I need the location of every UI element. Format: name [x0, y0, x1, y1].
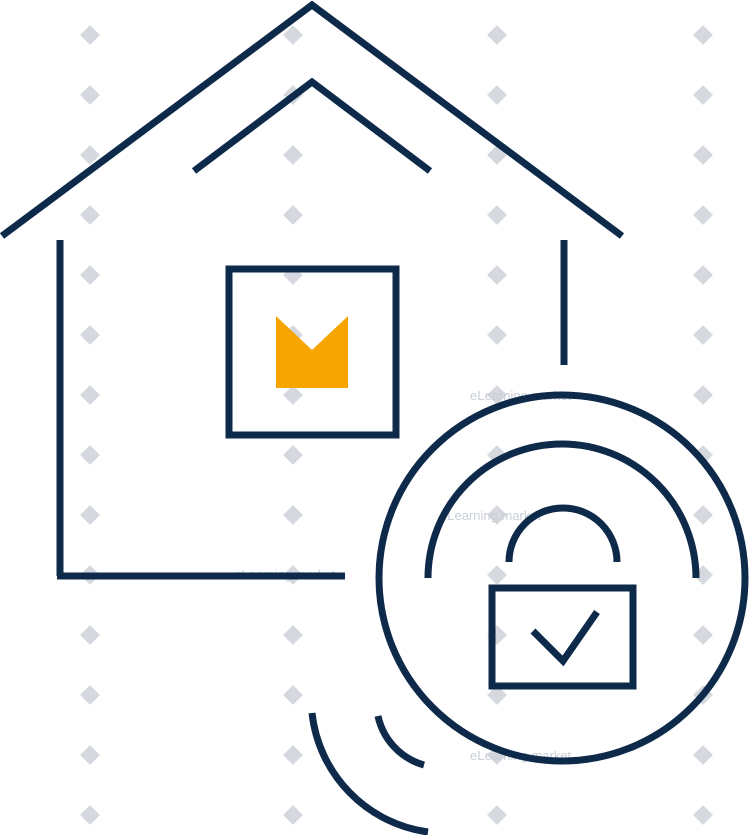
watermark-diamond [80, 625, 100, 645]
watermark-diamond [283, 625, 303, 645]
checkmark-icon [530, 610, 600, 667]
padlock-icon [488, 504, 637, 690]
watermark-diamond [487, 805, 507, 825]
watermark-diamond [487, 385, 507, 405]
watermark-diamond [80, 325, 100, 345]
watermark-diamond [693, 505, 713, 525]
watermark-diamond [487, 565, 507, 585]
house-window-frame [225, 265, 400, 439]
watermark-diamond [283, 385, 303, 405]
house-outer-roof [0, 0, 625, 239]
watermark-diamond [693, 745, 713, 765]
watermark-diamond [487, 685, 507, 705]
watermark-diamond [693, 805, 713, 825]
watermark-diamond [487, 505, 507, 525]
watermark-diamond [693, 385, 713, 405]
watermark-diamond [283, 145, 303, 165]
padlock-badge [375, 391, 749, 765]
watermark-diamond [283, 445, 303, 465]
watermark-diamond [80, 445, 100, 465]
padlock-body [488, 584, 637, 690]
watermark-diamond [283, 25, 303, 45]
watermark-diamond [80, 25, 100, 45]
watermark-diamond [80, 745, 100, 765]
watermark-diamond [693, 85, 713, 105]
padlock-shackle [505, 504, 621, 563]
watermark-text: eLearning.market [440, 508, 542, 523]
watermark-text: eLearning.market [470, 388, 572, 403]
watermark-diamond [80, 85, 100, 105]
watermark-diamond [487, 25, 507, 45]
watermark-diamond [283, 205, 303, 225]
signal-waves-icon [308, 712, 429, 835]
watermark-diamond [487, 85, 507, 105]
watermark-diamond [693, 325, 713, 345]
watermark-diamond [80, 385, 100, 405]
watermark-diamond [693, 265, 713, 285]
watermark-diamond [693, 205, 713, 225]
watermark-diamond [487, 205, 507, 225]
watermark-diamond [80, 805, 100, 825]
watermark-diamond [283, 745, 303, 765]
watermark-diamond [80, 265, 100, 285]
house-inner-roof [191, 77, 433, 174]
watermark-diamond [283, 805, 303, 825]
watermark-diamond [693, 145, 713, 165]
watermark-diamond [487, 265, 507, 285]
watermark-diamond [80, 685, 100, 705]
badge-outer-ring [375, 391, 749, 765]
watermark-diamond [693, 625, 713, 645]
house-icon [0, 0, 625, 580]
watermark-diamond [487, 325, 507, 345]
watermark-diamond [80, 505, 100, 525]
watermark-diamond [80, 205, 100, 225]
signal-wave-outer [308, 712, 429, 835]
signal-wave-inner [374, 715, 426, 769]
watermark-diamond [693, 25, 713, 45]
watermark-diamond [283, 685, 303, 705]
badge-inner-arc [424, 440, 700, 579]
watermark-diamond [80, 145, 100, 165]
watermark-diamond [283, 505, 303, 525]
envelope-icon [276, 316, 348, 388]
